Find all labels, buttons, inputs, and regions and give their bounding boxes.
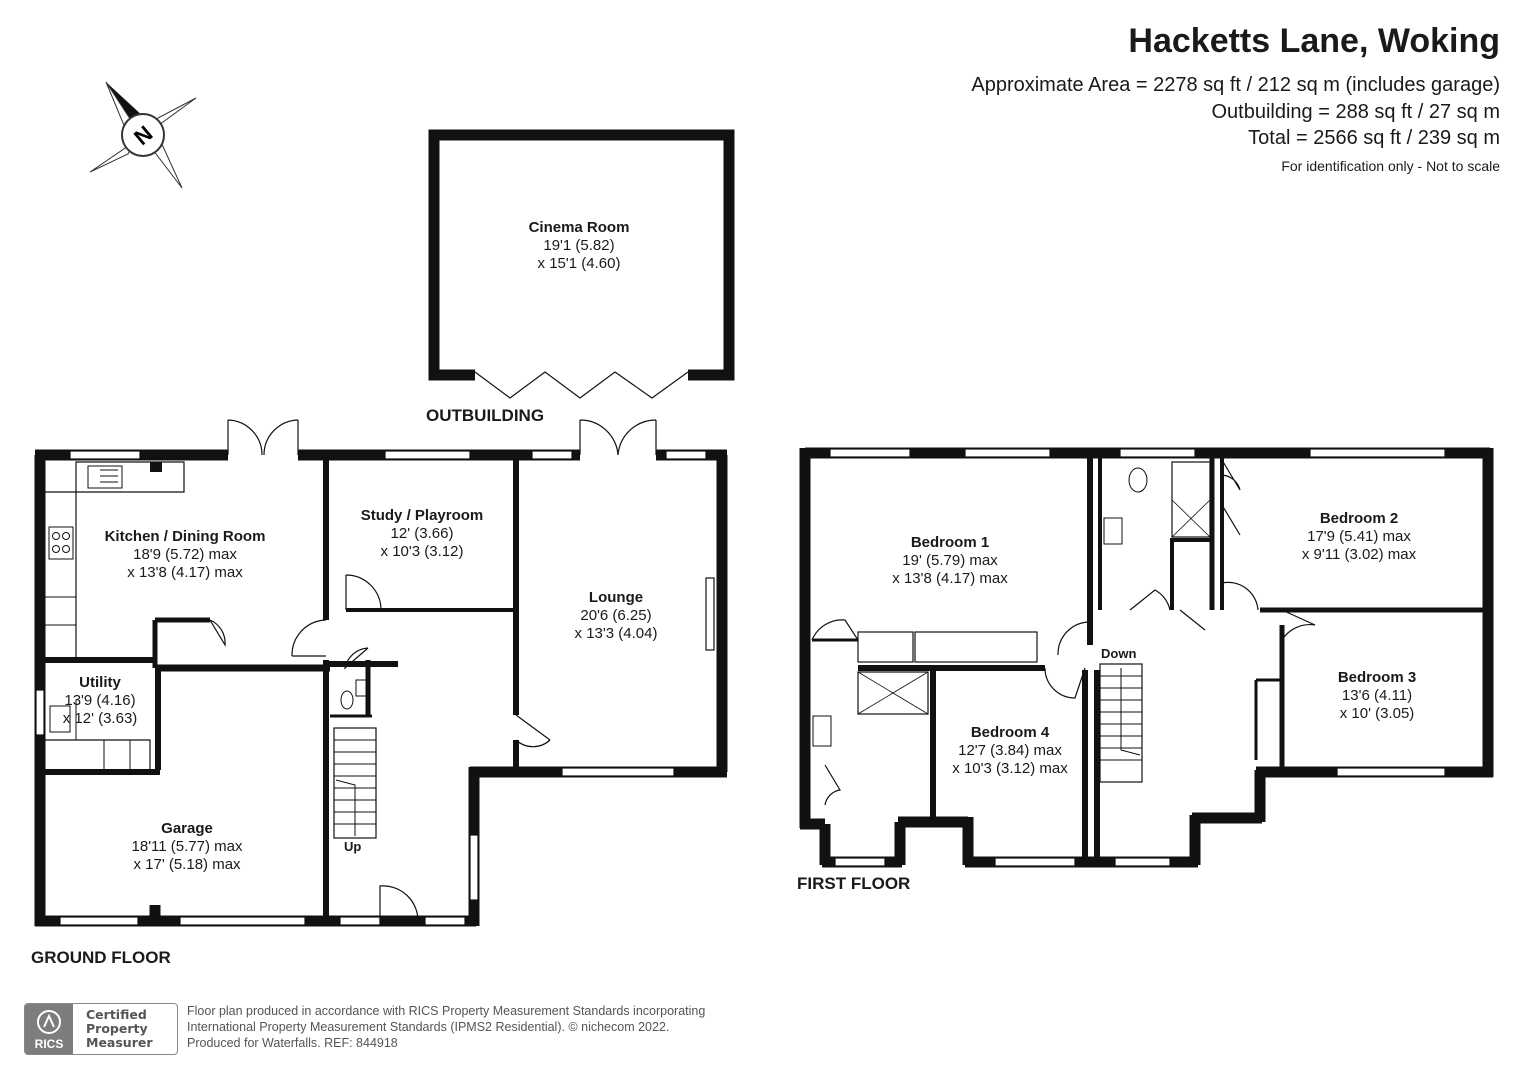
room-name: Utility — [79, 674, 121, 691]
outbuilding-plan — [428, 129, 735, 399]
room-bedroom-4: Bedroom 4 12'7 (3.84) max x 10'3 (3.12) … — [952, 724, 1067, 778]
room-bedroom-1: Bedroom 1 19' (5.79) max x 13'8 (4.17) m… — [892, 534, 1007, 588]
certified-text: Certified Property Measurer — [86, 1008, 153, 1050]
certified-line: Measurer — [86, 1035, 153, 1050]
room-utility: Utility 13'9 (4.16) x 12' (3.63) — [63, 674, 138, 728]
footer-line: Produced for Waterfalls. REF: 844918 — [187, 1036, 398, 1050]
room-name: Bedroom 3 — [1337, 669, 1417, 686]
room-dimension: x 13'3 (4.04) — [574, 625, 658, 642]
room-name: Study / Playroom — [360, 507, 484, 524]
compass-icon: N — [89, 81, 197, 189]
room-dimension: 20'6 (6.25) — [580, 607, 652, 624]
rics-certified-badge: RICS Certified Property Measurer — [24, 1003, 178, 1055]
room-dimension: 18'11 (5.77) max — [131, 838, 243, 855]
approximate-area: Approximate Area = 2278 sq ft / 212 sq m… — [971, 74, 1500, 96]
room-dimension: 13'9 (4.16) — [64, 692, 136, 709]
room-study: Study / Playroom 12' (3.66) x 10'3 (3.12… — [361, 507, 484, 561]
room-dimension: 17'9 (5.41) max — [1307, 528, 1411, 545]
certified-line: Certified — [86, 1007, 147, 1022]
room-dimension: 18'9 (5.72) max — [133, 546, 237, 563]
room-dimension: 13'6 (4.11) — [1341, 687, 1413, 704]
room-lounge: Lounge 20'6 (6.25) x 13'3 (4.04) — [575, 589, 658, 643]
ground-floor-plan — [34, 419, 728, 927]
rics-badge-text: RICS — [35, 1037, 64, 1051]
first-floor-plan — [799, 447, 1494, 868]
first-floor-label: FIRST FLOOR — [797, 874, 911, 893]
room-name: Bedroom 2 — [1319, 510, 1399, 527]
scale-note: For identification only - Not to scale — [1281, 158, 1500, 174]
room-garage: Garage 18'11 (5.77) max x 17' (5.18) max — [132, 820, 243, 874]
room-dimension: 19' (5.79) max — [902, 552, 998, 569]
footer-line: International Property Measurement Stand… — [187, 1020, 670, 1034]
ground-floor-label: GROUND FLOOR — [31, 948, 171, 967]
certified-line: Property — [86, 1021, 148, 1036]
room-cinema: Cinema Room 19'1 (5.82) x 15'1 (4.60) — [529, 219, 630, 273]
room-dimension: x 9'11 (3.02) max — [1301, 546, 1417, 563]
total-area: Total = 2566 sq ft / 239 sq m — [1248, 127, 1500, 149]
room-name: Garage — [161, 820, 213, 837]
room-dimension: x 13'8 (4.17) max — [127, 564, 243, 581]
room-bedroom-3: Bedroom 3 13'6 (4.11) x 10' (3.05) — [1338, 669, 1416, 723]
room-dimension: x 12' (3.63) — [62, 710, 138, 727]
room-dimension: x 10'3 (3.12) max — [952, 760, 1068, 777]
room-name: Bedroom 4 — [970, 724, 1050, 741]
room-dimension: x 17' (5.18) max — [133, 856, 241, 873]
room-dimension: x 10'3 (3.12) — [380, 543, 464, 560]
stairs-down-label: Down — [1101, 646, 1137, 661]
room-dimension: 12' (3.66) — [390, 525, 454, 542]
room-name: Cinema Room — [528, 219, 630, 236]
room-dimension: x 10' (3.05) — [1339, 705, 1415, 722]
room-name: Lounge — [588, 589, 644, 606]
room-name: Kitchen / Dining Room — [104, 528, 266, 545]
rics-logo: RICS — [25, 1004, 73, 1054]
stairs-up-label: Up — [344, 839, 362, 854]
room-dimension: 12'7 (3.84) max — [958, 742, 1062, 759]
room-dimension: x 15'1 (4.60) — [537, 255, 621, 272]
room-dimension: x 13'8 (4.17) max — [892, 570, 1008, 587]
room-name: Bedroom 1 — [910, 534, 990, 551]
room-dimension: 19'1 (5.82) — [543, 237, 615, 254]
footer-disclaimer: Floor plan produced in accordance with R… — [187, 1003, 705, 1051]
room-kitchen-dining: Kitchen / Dining Room 18'9 (5.72) max x … — [105, 528, 266, 582]
outbuilding-area: Outbuilding = 288 sq ft / 27 sq m — [1211, 101, 1500, 123]
outbuilding-label: OUTBUILDING — [426, 406, 545, 425]
rics-emblem-icon: RICS — [35, 1010, 64, 1051]
room-bedroom-2: Bedroom 2 17'9 (5.41) max x 9'11 (3.02) … — [1302, 510, 1416, 564]
property-title: Hacketts Lane, Woking — [1128, 22, 1500, 60]
footer-line: Floor plan produced in accordance with R… — [187, 1004, 706, 1018]
